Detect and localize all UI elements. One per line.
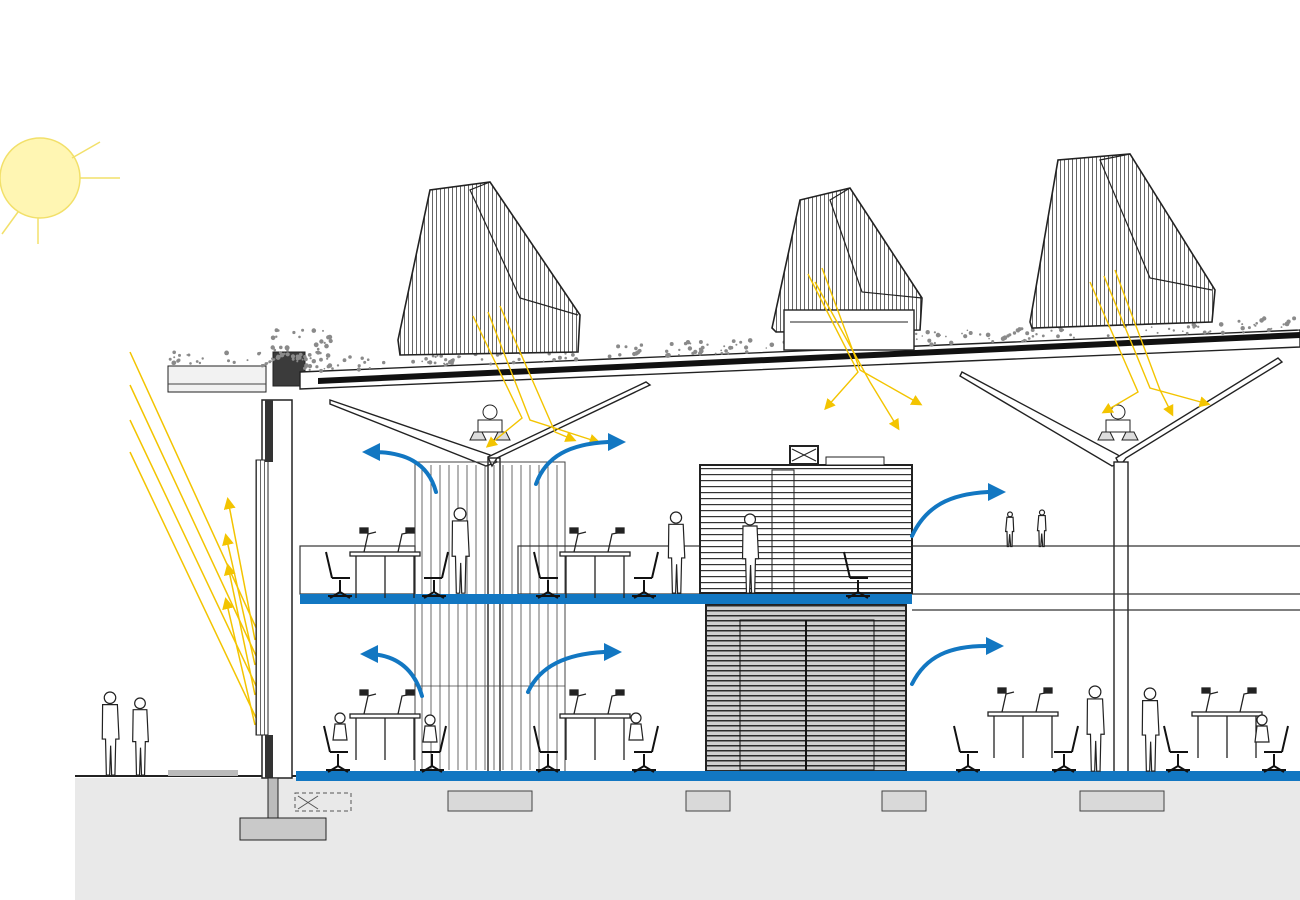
desk-workstation (559, 527, 631, 598)
office-chair-icon (1052, 725, 1079, 773)
seated-person-icon (422, 714, 438, 743)
desk-lamp-icon (997, 687, 1015, 713)
reflected-sunlight-ray (223, 497, 256, 641)
sunlight-ray (821, 267, 923, 406)
airflow-arrows (360, 433, 1006, 698)
sunlight-ray (1114, 269, 1174, 417)
desk-lamp-icon (569, 527, 587, 553)
sunlight-ray (1103, 275, 1211, 408)
seated-person-icon (332, 712, 348, 741)
desk-lamp-icon (569, 689, 587, 715)
atrium-core (414, 461, 566, 773)
desk-lamp-icon (1239, 687, 1257, 713)
office-chair-icon (420, 725, 447, 773)
reflected-sunlight-ray (223, 563, 256, 696)
desk-workstation (987, 687, 1059, 758)
airflow-arrow-icon (362, 443, 438, 494)
office-chair-icon (843, 551, 870, 599)
sunlight-ray (129, 451, 259, 723)
person-silhouette-icon (1004, 511, 1015, 548)
sunlight-ray (472, 315, 523, 448)
interior-sunlight-rays (472, 267, 1211, 448)
office-furniture (323, 527, 1289, 773)
office-chair-icon (632, 551, 659, 599)
office-chair-icon (323, 725, 350, 773)
office-chair-icon (422, 551, 449, 599)
airflow-arrow-icon (910, 637, 1004, 686)
person-silhouette-icon (132, 697, 149, 776)
sunlight-ray (499, 305, 577, 442)
person-silhouette-icon (101, 691, 120, 776)
desk-lamp-icon (359, 689, 377, 715)
tree-columns (329, 357, 1284, 779)
office-chair-icon (953, 725, 980, 773)
seated-person-icon (628, 712, 644, 741)
roof-light-scoop-icon (1029, 153, 1216, 329)
desk-lamp-icon (1201, 687, 1219, 713)
sunlight-ray (129, 384, 259, 661)
sunlight-ray (807, 273, 859, 411)
airflow-arrow-icon (526, 643, 622, 694)
ground (75, 775, 1300, 900)
desk-lamp-icon (607, 527, 625, 553)
desk-workstation (1191, 687, 1263, 758)
desk-lamp-icon (397, 527, 415, 553)
desk-workstation (559, 689, 631, 760)
person-silhouette-icon (741, 513, 760, 594)
green-roof (168, 316, 1300, 390)
seated-person-icon (1254, 714, 1270, 743)
office-chair-icon (1262, 725, 1289, 773)
airflow-arrow-icon (534, 433, 626, 486)
roof-light-scoop-icon (397, 181, 581, 356)
person-silhouette-icon (1141, 687, 1160, 772)
reflected-sunlight-ray (222, 533, 256, 666)
desk-lamp-icon (607, 689, 625, 715)
person-silhouette-icon (1086, 685, 1105, 772)
sunlight-ray (1089, 281, 1139, 414)
office-chair-icon (533, 551, 560, 599)
sunlight-ray (814, 281, 900, 431)
desk-lamp-icon (359, 527, 377, 553)
sun-icon (0, 137, 120, 244)
roof-light-scoop-icon (771, 187, 923, 333)
person-silhouette-icon (451, 507, 470, 594)
office-chair-icon (1163, 725, 1190, 773)
people (101, 507, 1270, 776)
sunlight-ray-icon (129, 351, 259, 726)
office-chair-icon (325, 551, 352, 599)
desk-workstation (349, 527, 421, 598)
floor-slabs (296, 594, 1300, 781)
person-silhouette-icon (1036, 509, 1047, 548)
airflow-arrow-icon (360, 645, 424, 698)
facade-wall (167, 351, 306, 819)
desk-lamp-icon (397, 689, 415, 715)
desk-lamp-icon (1035, 687, 1053, 713)
desk-workstation (349, 689, 421, 760)
person-silhouette-icon (667, 511, 686, 594)
office-chair-icon (533, 725, 560, 773)
reflected-sunlight-ray (222, 597, 256, 726)
office-chair-icon (632, 725, 659, 773)
louvred-meeting-box (699, 445, 913, 773)
airflow-arrow-icon (910, 483, 1006, 538)
